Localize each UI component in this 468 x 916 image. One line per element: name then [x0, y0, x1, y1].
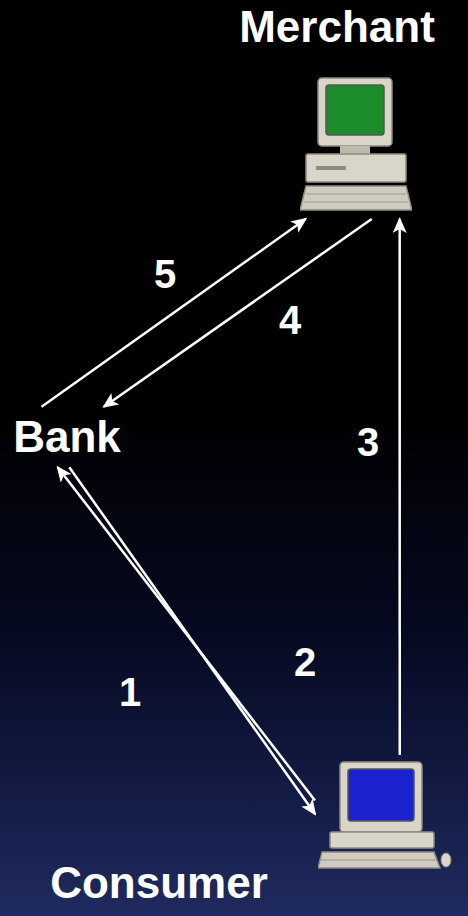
step-number: 2	[294, 640, 316, 684]
computer-node: Merchant	[300, 76, 412, 216]
flow-arrow	[398, 219, 401, 755]
label-holder: 4	[279, 298, 301, 342]
computer-icon	[300, 76, 412, 216]
label-holder: 1	[119, 670, 141, 714]
node-label: Consumer	[50, 858, 268, 909]
step-number: 5	[154, 252, 176, 296]
flow-arrow	[104, 219, 372, 407]
computer-node: Consumer	[318, 758, 452, 870]
label-holder: 3	[357, 420, 379, 464]
label-holder: 5	[154, 252, 176, 296]
flow-arrow	[69, 467, 315, 814]
label-holder: Merchant	[239, 2, 435, 53]
computer-icon	[318, 758, 452, 870]
step-number: 1	[119, 670, 141, 714]
node-label: Merchant	[239, 2, 435, 53]
step-number: 3	[357, 420, 379, 464]
text-node: Bank	[9, 410, 125, 465]
step-number: 4	[279, 298, 301, 342]
node-label: Bank	[13, 412, 121, 463]
label-holder: 2	[294, 640, 316, 684]
flow-arrow	[42, 219, 306, 407]
label-holder: Consumer	[50, 858, 268, 909]
